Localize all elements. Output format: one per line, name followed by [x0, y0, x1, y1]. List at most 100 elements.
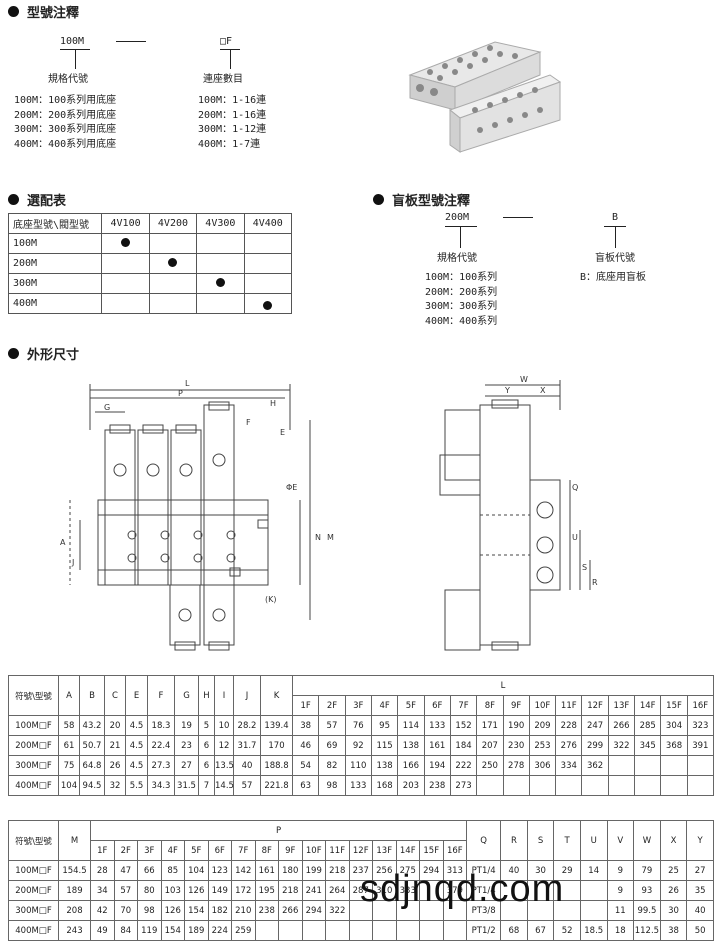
svg-text:Q: Q: [572, 483, 578, 492]
table-cell: [395, 920, 420, 941]
table-cell: 142: [231, 860, 256, 881]
blind-label-2: 盲板代號: [595, 253, 635, 264]
col-header: T: [553, 820, 581, 861]
table-cell: 43.2: [79, 715, 105, 736]
table-cell: 8F: [476, 695, 504, 716]
blind-section-header: 盲板型號注釋: [373, 190, 470, 209]
table-cell: 94.5: [79, 775, 105, 796]
table-cell: 98: [318, 775, 346, 796]
table-cell: 1F: [291, 695, 320, 716]
table-cell: 10: [214, 715, 234, 736]
table-cell: 200M□F: [8, 880, 59, 901]
table-cell: 182: [207, 900, 232, 921]
table-cell: 57: [113, 880, 138, 901]
table-cell: 161: [254, 860, 279, 881]
selected-dot-icon: [168, 257, 178, 267]
model-section-header: 型號注釋: [8, 2, 79, 21]
front-view-drawing: L P H G F E N M A J ΦE (K): [60, 379, 334, 651]
bullet-icon: [8, 348, 19, 359]
table-cell: [660, 775, 688, 796]
col-header: Y: [686, 820, 714, 861]
table-cell: [607, 775, 636, 796]
table-cell: 238: [423, 775, 451, 796]
table-cell: 26: [104, 755, 126, 776]
svg-text:H: H: [270, 399, 276, 408]
table-cell: 15F: [419, 840, 444, 861]
table-cell: 243: [58, 920, 91, 941]
table-cell: 3F: [137, 840, 162, 861]
table-cell: 4V400: [243, 213, 293, 234]
list-item: 400M：400系列用底座: [14, 138, 117, 150]
table-cell: 334: [555, 755, 583, 776]
list-item: 200M：1-16連: [198, 109, 267, 121]
list-item: 300M：1-12連: [198, 124, 267, 135]
table-cell: 76: [344, 715, 372, 736]
table-cell: 80: [137, 880, 162, 901]
table-cell: 6: [198, 735, 215, 756]
list-item: 300M：300系列: [425, 301, 498, 312]
table-cell: [278, 920, 303, 941]
table-cell: 180: [278, 860, 303, 881]
table-cell: [325, 920, 350, 941]
table-cell: 63: [291, 775, 320, 796]
table-cell: 299: [581, 735, 609, 756]
col-header: R: [500, 820, 528, 861]
bullet-icon: [8, 6, 19, 17]
list-item: 100M：1-16連: [198, 95, 267, 106]
table-cell: 4V100: [101, 213, 150, 234]
table-cell: 18: [606, 920, 635, 941]
table-cell: 253: [528, 735, 557, 756]
svg-text:A: A: [60, 538, 66, 547]
table-cell: 278: [502, 755, 530, 776]
col-header: E: [125, 675, 148, 716]
table-cell: 57: [233, 775, 261, 796]
table-cell: 4.5: [125, 715, 148, 736]
col-header: S: [526, 820, 555, 861]
table-cell: 4V200: [148, 213, 198, 234]
table-cell: 25: [659, 860, 688, 881]
table-cell: 168: [370, 775, 399, 796]
table-cell: 64.8: [79, 755, 105, 776]
selected-dot-icon: [215, 277, 225, 287]
table-cell: 154.5: [58, 860, 91, 881]
table-cell: 200M□F: [8, 735, 59, 756]
svg-text:ΦE: ΦE: [286, 483, 297, 492]
table-cell: 3F: [344, 695, 372, 716]
table-cell: 171: [476, 715, 504, 736]
svg-text:X: X: [540, 386, 546, 395]
svg-text:F: F: [246, 418, 251, 427]
table-cell: 79: [633, 860, 661, 881]
table-cell: 42: [90, 900, 115, 921]
svg-text:P: P: [178, 389, 183, 398]
col-header: X: [659, 820, 688, 861]
model-code-1: 100M: [60, 36, 85, 47]
table-cell: 20: [104, 715, 126, 736]
model-section-title: 型號注釋: [27, 6, 80, 21]
table-cell: 8F: [254, 840, 279, 861]
col-header: C: [104, 675, 126, 716]
col-header: M: [58, 820, 91, 861]
table-cell: 10F: [528, 695, 557, 716]
table-cell: 400M: [7, 293, 103, 314]
bullet-icon: [373, 194, 384, 205]
table-cell: [579, 880, 608, 901]
table-cell: 21: [104, 735, 126, 756]
table-cell: 32: [104, 775, 126, 796]
table-corner: 符號\型號: [8, 675, 59, 716]
table-cell: 4.5: [125, 755, 148, 776]
table-row: 400M: [7, 293, 293, 314]
table-cell: 209: [528, 715, 557, 736]
table-cell: [372, 920, 397, 941]
table-cell: 7: [198, 775, 215, 796]
table-cell: [607, 755, 636, 776]
table-cell: PT1/4: [466, 880, 502, 901]
table-cell: [254, 920, 279, 941]
manifold-photo: [408, 41, 562, 153]
table-cell: 100M: [7, 233, 103, 254]
table-cell: 27: [174, 755, 199, 776]
list-item: 100M：100系列用底座: [14, 95, 117, 106]
table-cell: 16F: [686, 695, 715, 716]
svg-text:(K): (K): [265, 595, 277, 604]
